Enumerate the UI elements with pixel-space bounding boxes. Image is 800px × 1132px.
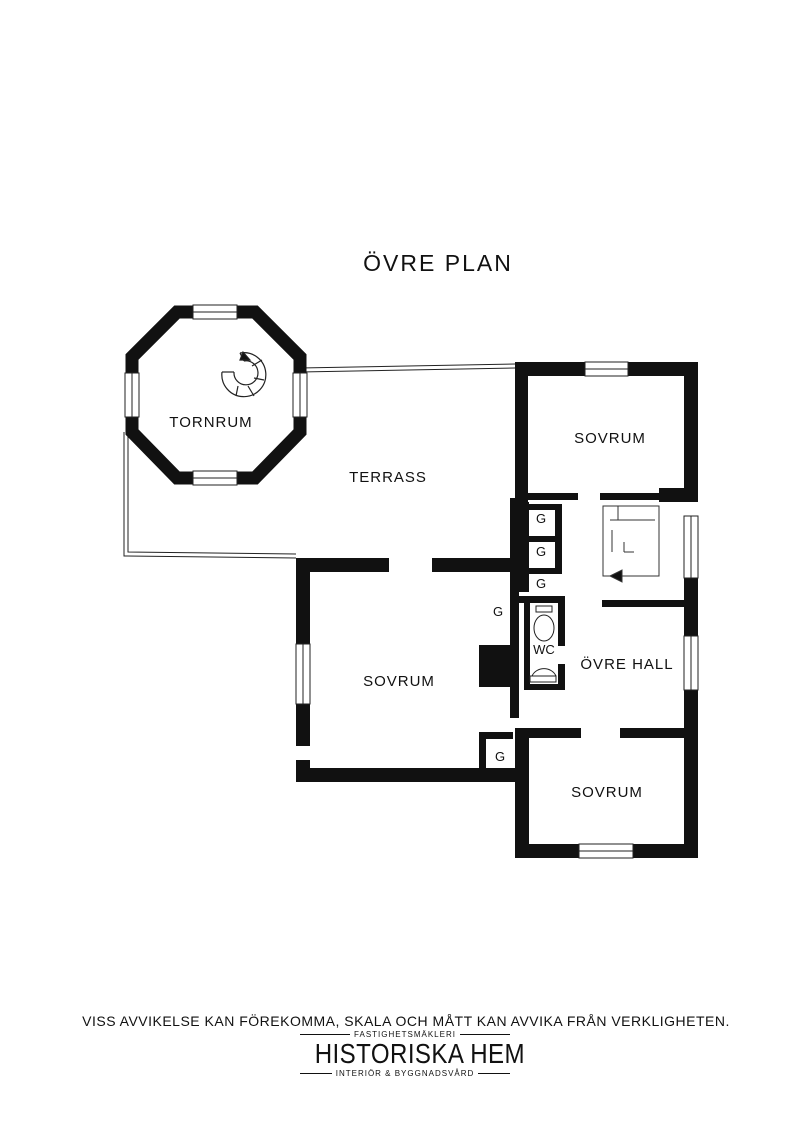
logo-bottom-text: INTERIÖR & BYGGNADSVÅRD xyxy=(335,1069,475,1078)
closet-label: G xyxy=(536,576,546,591)
logo-main-text: HISTORISKA HEM xyxy=(314,1038,526,1069)
company-logo: FASTIGHETSMÄKLERI HISTORISKA HEM INTERIÖ… xyxy=(300,1030,526,1078)
closet-label: G xyxy=(536,511,546,526)
plan-title: ÖVRE PLAN xyxy=(363,250,513,276)
tower-windows xyxy=(124,304,308,486)
spiral-stair xyxy=(221,350,267,398)
logo-top-line: FASTIGHETSMÄKLERI xyxy=(300,1030,510,1039)
room-label-wc: WC xyxy=(533,642,555,657)
tower-walls xyxy=(125,305,307,485)
wc-fixtures xyxy=(529,605,557,683)
room-label-sovrum-bottom: SOVRUM xyxy=(571,784,643,801)
room-label-terrass: TERRASS xyxy=(349,469,427,486)
main-walls xyxy=(296,362,698,858)
divider xyxy=(478,1073,511,1074)
divider xyxy=(300,1034,351,1035)
room-label-sovrum-left: SOVRUM xyxy=(363,673,435,690)
room-label-tornrum: TORNRUM xyxy=(169,414,252,431)
divider xyxy=(300,1073,332,1074)
disclaimer-text: VISS AVVIKELSE KAN FÖREKOMMA, SKALA OCH … xyxy=(82,1013,730,1029)
closet-label: G xyxy=(495,749,505,764)
main-windows xyxy=(295,361,699,859)
interior-stair xyxy=(602,505,660,583)
room-label-ovre-hall: ÖVRE HALL xyxy=(580,655,673,673)
divider xyxy=(459,1034,510,1035)
logo-top-text: FASTIGHETSMÄKLERI xyxy=(354,1030,456,1039)
logo-bottom-line: INTERIÖR & BYGGNADSVÅRD xyxy=(300,1069,511,1078)
terrace-outline xyxy=(123,363,516,559)
closet-label: G xyxy=(493,604,503,619)
room-label-sovrum-top: SOVRUM xyxy=(574,430,646,447)
closet-label: G xyxy=(536,544,546,559)
